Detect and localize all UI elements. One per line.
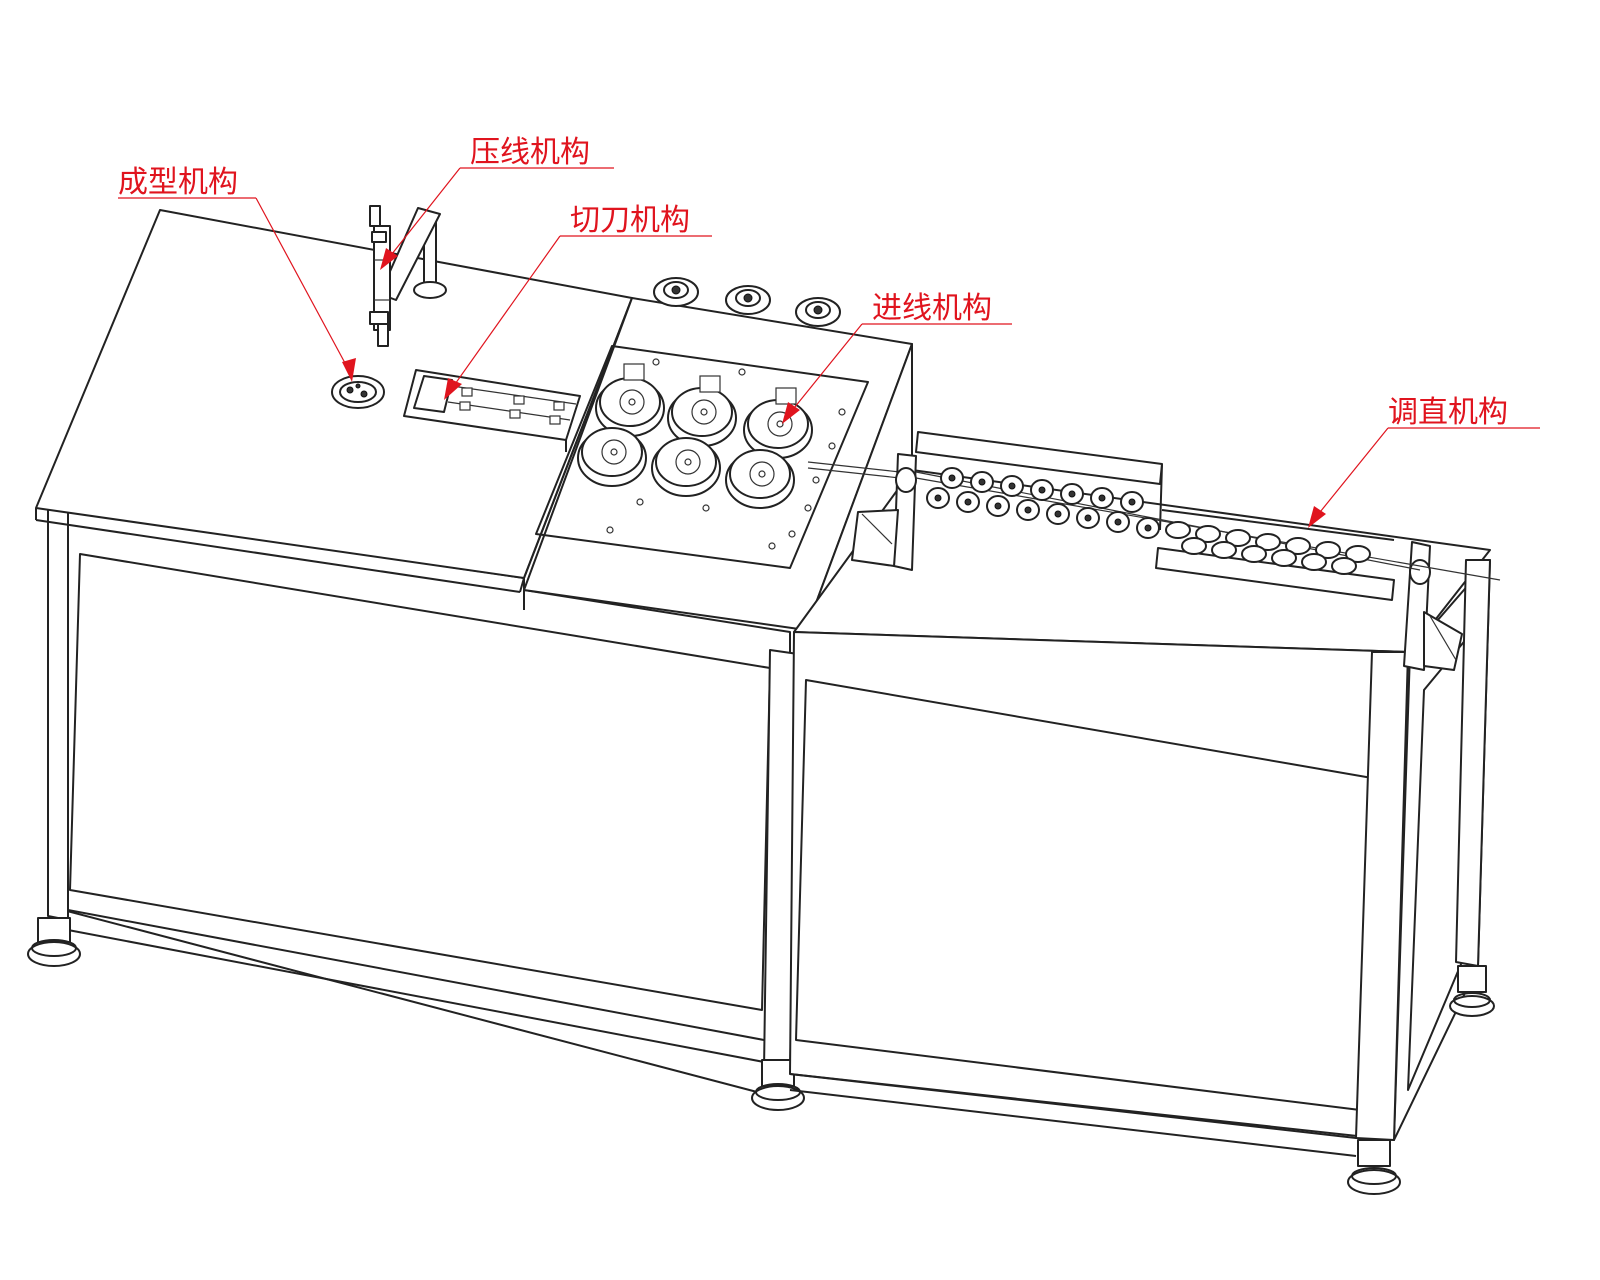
feed-wheel-1 <box>595 377 665 437</box>
callout-straighten: 调直机构 <box>1308 395 1540 528</box>
wheel-brackets <box>623 363 797 405</box>
callout-feed: 进线机构 <box>782 291 1012 424</box>
callout-feed-label: 进线机构 <box>872 291 992 326</box>
plate-holes <box>606 358 846 550</box>
rear-pulley-1 <box>653 277 699 307</box>
callout-straighten-label: 调直机构 <box>1388 395 1508 430</box>
press-assembly <box>369 205 447 347</box>
callout-forming-label: 成型机构 <box>118 165 238 200</box>
straightener-stand-left <box>851 453 917 571</box>
feed-wheel-3 <box>743 399 813 459</box>
callout-cutter-label: 切刀机构 <box>570 203 690 238</box>
roller-row-upper <box>940 467 1144 513</box>
straightener-frame <box>915 431 1501 601</box>
callout-press: 压线机构 <box>380 135 614 270</box>
straightener-stand-right <box>1403 541 1463 671</box>
roller-row-lower <box>926 487 1160 539</box>
rear-pulley-3 <box>795 297 841 327</box>
foot-right-rear <box>1449 965 1495 1017</box>
foot-right-front <box>1347 1139 1401 1195</box>
forming-head <box>331 375 385 409</box>
foot-left <box>27 917 81 967</box>
callout-cutter: 切刀机构 <box>444 203 712 400</box>
roller-row-horizontal <box>1165 521 1371 575</box>
feed-wheel-2 <box>667 387 737 447</box>
foot-middle <box>751 1059 805 1111</box>
feed-wheel-5 <box>651 437 721 497</box>
callout-forming: 成型机构 <box>118 165 356 382</box>
left-cabinet <box>47 507 799 1099</box>
callouts: 成型机构 压线机构 切刀机构 进线机构 调直机构 <box>118 135 1540 528</box>
right-cabinet <box>789 469 1491 1157</box>
callout-press-label: 压线机构 <box>470 135 590 170</box>
feed-wheel-6 <box>725 449 795 509</box>
rear-pulley-2 <box>725 285 771 315</box>
feed-wheel-4 <box>577 427 647 487</box>
